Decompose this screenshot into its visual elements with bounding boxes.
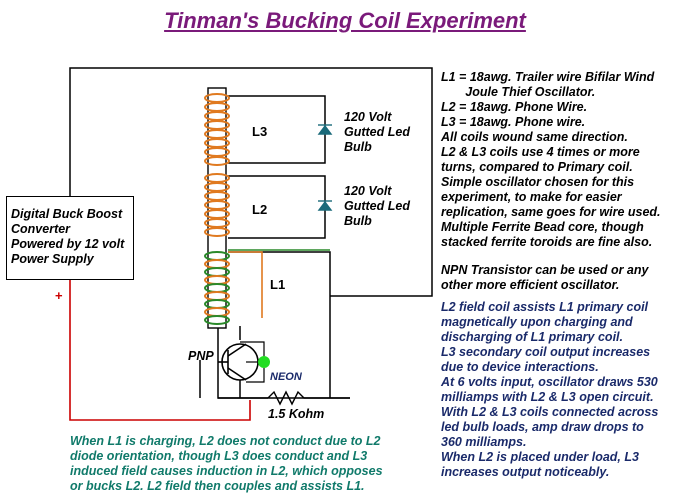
diode-bottom	[317, 200, 333, 211]
resistor-symbol	[267, 390, 350, 406]
bulb-top-label: 120 Volt Gutted Led Bulb	[344, 110, 410, 154]
coil-l3-label: L3	[252, 124, 268, 139]
converter-label: Digital Buck Boost Converter Powered by …	[11, 207, 125, 266]
bottom-note: When L1 is charging, L2 does not conduct…	[70, 434, 383, 493]
l3-loop-wire	[228, 95, 326, 164]
l3-coil	[204, 93, 230, 166]
positive-wire	[69, 278, 251, 421]
coil-l2-label: L2	[252, 202, 268, 217]
diode-top	[317, 124, 333, 135]
observation-notes: L2 field coil assists L1 primary coil ma…	[441, 300, 659, 479]
coil-l1-label: L1	[270, 277, 286, 292]
l2-coil	[204, 173, 230, 237]
resistor-label: 1.5 Kohm	[268, 407, 325, 421]
top-wire	[69, 67, 433, 297]
neon-lamp-icon	[258, 356, 270, 368]
l2-loop-wire	[228, 175, 326, 239]
wire-notes: L1 = 18awg. Trailer wire Bifilar Wind Jo…	[441, 70, 661, 249]
bulb-bottom-label: 120 Volt Gutted Led Bulb	[344, 184, 410, 228]
neon-label: NEON	[270, 371, 302, 383]
npn-note: NPN Transistor can be used or any other …	[441, 263, 649, 292]
l1-coil	[204, 251, 230, 325]
converter-box: Digital Buck Boost Converter Powered by …	[6, 196, 134, 280]
pnp-label: PNP	[188, 349, 214, 363]
page-title: Tinman's Bucking Coil Experiment	[164, 8, 526, 33]
positive-terminal-label: +	[55, 288, 63, 303]
